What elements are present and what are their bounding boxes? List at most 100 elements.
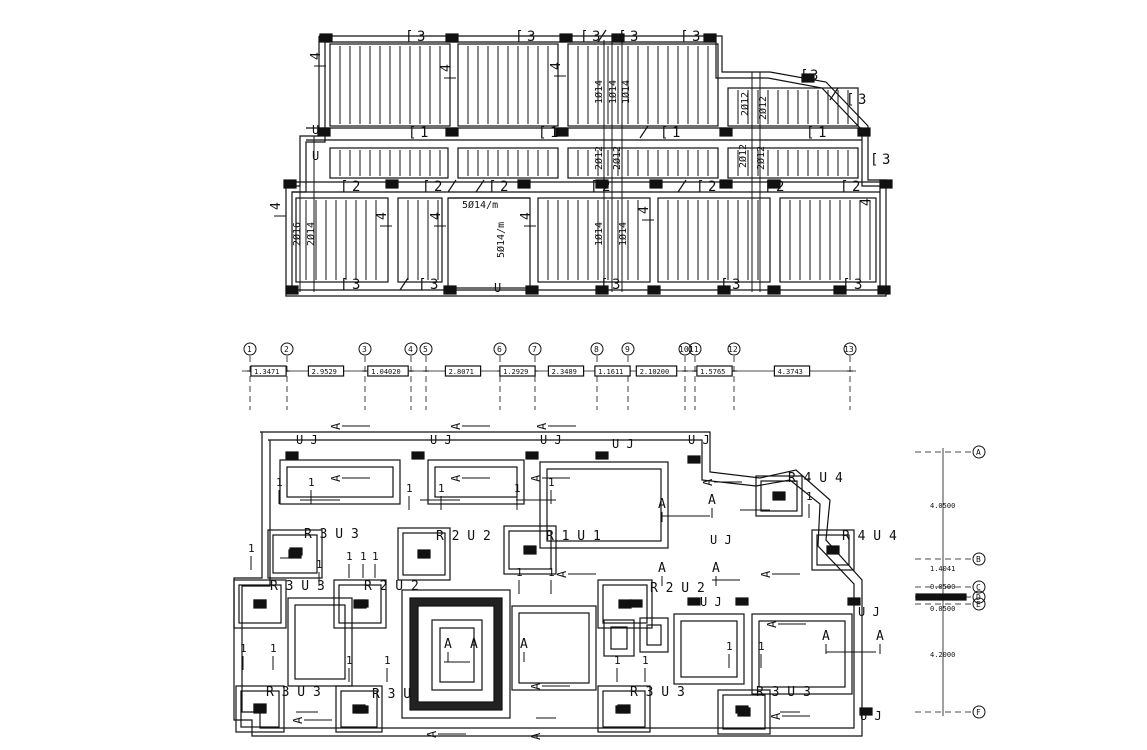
section-one: 1 [270,642,277,655]
pad-inner [760,480,798,512]
slash-mark [597,29,607,43]
section-mark-h: A [535,422,549,430]
panel-12 [657,197,771,283]
strip-footing-inner [646,624,662,646]
panel-6 [457,147,559,179]
grid-bubble [280,342,294,356]
beam-mark: 2 [434,179,442,195]
slash-mark [829,87,839,101]
pad-column [618,599,632,609]
dimension-mask [594,365,631,377]
section-mark: A [822,629,830,644]
panel-frame [727,147,859,179]
beam-mark-bracket: [ [600,277,608,293]
beam-mark-bracket: [ [618,29,626,45]
beam-mark: 3 [882,152,890,168]
rebar-note: 1Ø14 [593,80,605,104]
dimension-mask [444,365,482,377]
column-block [517,179,531,189]
column-block [525,285,539,295]
column-block [703,33,717,43]
marker-block [687,455,701,464]
beam-mark-bracket: [ [840,179,848,195]
uj-label: U J [296,433,318,447]
row-spacing-value: 4.0500 [930,502,955,510]
section-mark: A [658,561,666,576]
column-block [443,285,457,295]
column-block [647,285,661,295]
section-mark-h: A [449,422,463,430]
beam-mark: 2 [602,179,610,195]
row-bubble [972,580,986,594]
column-block [767,179,781,189]
column-block [801,73,815,83]
section-one: 1 [548,476,555,489]
dimension-value: 1.3471 [254,368,279,376]
beam-mark: 3 [732,277,740,293]
beam-mark: 2 [352,179,360,195]
footing-label: R 3 U 3 [266,685,321,700]
section-mark: A [712,561,720,576]
section-one: 1 [346,550,353,563]
section-one: 1 [384,654,391,667]
dimension-value: 2.10200 [640,368,670,376]
dimension-mask [367,365,409,377]
pad-outer [755,475,803,517]
dimension-value: 4.3743 [778,368,803,376]
row-bubble [972,445,986,459]
panel-frame [537,197,651,283]
section-one: 1 [248,542,255,555]
marker-block [615,705,629,714]
pad-outer [811,529,855,571]
marker-block [735,597,749,606]
pad-outer [597,579,653,629]
panel-frame [457,147,559,179]
beam-mark: 1 [420,125,428,141]
core-room [431,619,483,691]
beam-mark-bracket: [ [590,179,598,195]
row-spacing-value: 0.0500 [930,583,955,591]
dimension-value: 2.9529 [312,368,337,376]
row-marker-block [915,593,967,601]
rebar-note: 5Ø14/m [462,199,498,211]
column-block [555,127,569,137]
side-mark: 4 [519,212,534,220]
pad-column [417,549,431,559]
section-mark-h: A [291,716,305,724]
dimension-value: 2.8071 [449,368,474,376]
footing-label: R 3 U 3 [630,685,685,700]
beam-mark: 3 [417,29,425,45]
pad-inner [238,584,282,624]
pad-outer [235,685,285,733]
dimension-value: 1.04020 [371,368,401,376]
column-block [319,33,333,43]
section-mark-h: A [769,712,783,720]
section-one: 1 [642,654,649,667]
pad-outer [717,689,771,735]
section-mark-h: A [529,682,543,690]
column-block [445,127,459,137]
grid-bubble-label: 10 [679,345,689,354]
beam-mark: 3 [630,29,638,45]
row-bubble-label: A [976,448,981,457]
beam-mark: 3 [692,29,700,45]
section-mark: A [520,637,528,652]
panel-11 [537,197,651,283]
uj-label: U J [700,595,722,609]
panel-3 [567,43,719,127]
section-mark-h: A [701,478,715,486]
strip-footing [673,613,745,685]
rebar-note: 2Ø12 [737,144,749,168]
section-one: 1 [316,558,323,571]
beam-mark-bracket: [ [580,29,588,45]
section-mark-h: A [329,474,343,482]
rebar-note: 2Ø12 [755,146,767,170]
pad-inner [722,694,766,730]
pad-column [826,545,840,555]
section-one: 1 [346,654,353,667]
beam-plan: [3[3[3[3[3[1[1[1[1[2[2[2[2[2[2[2[3[3[3[3… [269,29,893,297]
beam-mark: 3 [430,277,438,293]
beam-mark: 3 [854,277,862,293]
marker-block [285,451,299,460]
row-spacing-value: 0.0500 [930,605,955,613]
